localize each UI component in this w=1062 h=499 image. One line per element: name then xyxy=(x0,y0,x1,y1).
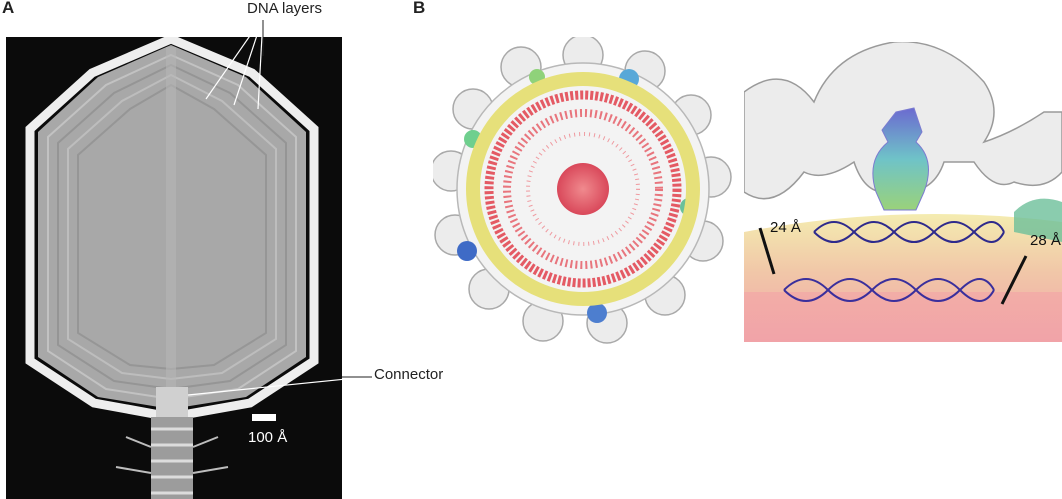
distance-bar-left xyxy=(758,227,776,275)
dna-layers-label: DNA layers xyxy=(247,0,323,17)
distance-label-right: 28 Å xyxy=(1030,232,1061,249)
panel-label-a: A xyxy=(2,0,15,17)
dna-ring-inner xyxy=(526,132,640,246)
phage-micrograph xyxy=(6,37,342,499)
distance-bar-right xyxy=(1000,255,1028,305)
scale-bar-label: 100 Å xyxy=(248,429,288,446)
tail xyxy=(151,417,193,499)
dna-ring-outer xyxy=(484,90,682,288)
inner-protein-ring xyxy=(466,72,700,306)
capsid-cross-section xyxy=(433,37,732,344)
panel-label-b: B xyxy=(413,0,426,17)
dna-core xyxy=(557,163,609,215)
scale-bar xyxy=(252,414,276,421)
connector-label: Connector xyxy=(374,366,444,383)
dna-helix-top xyxy=(813,221,1005,243)
dna-ring-middle xyxy=(503,109,663,269)
distance-label-left: 24 Å xyxy=(770,219,801,236)
connector-blob xyxy=(872,107,929,211)
connector-leader xyxy=(342,376,372,378)
dna-helix-bottom xyxy=(783,278,995,302)
connector xyxy=(156,387,188,417)
closeup-detail xyxy=(744,42,1062,342)
dna-layers-leaders xyxy=(262,20,264,56)
